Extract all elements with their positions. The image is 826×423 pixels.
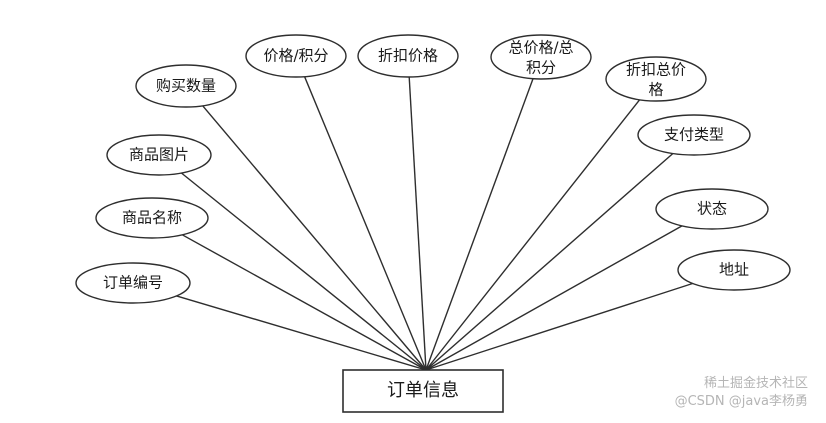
attribute-ellipse — [655, 188, 769, 230]
connector-line — [425, 152, 674, 371]
attribute-label: 状态 — [697, 200, 727, 218]
connector-line — [303, 76, 427, 371]
attribute-label: 支付类型 — [664, 126, 724, 144]
attribute-label: 价格/积分 — [263, 47, 328, 65]
attribute-label: 地址 — [719, 261, 749, 279]
attribute-ellipse — [605, 56, 707, 102]
attribute-ellipse — [106, 134, 212, 176]
connector-line — [425, 225, 683, 371]
connector-line — [202, 105, 427, 371]
watermark-line-1: 稀土掘金技术社区 — [703, 376, 808, 391]
connector-line — [425, 99, 641, 371]
entity-group: 订单信息 — [342, 369, 504, 413]
attribute-group: 订单编号 商品名称 商品图片 购买数量 价格/积分 折扣价格 总价格/总积分 折扣总价格支付类… — [75, 34, 791, 304]
connector-line — [180, 172, 427, 371]
watermark-line-2: @CSDN @java李杨勇 — [674, 394, 808, 409]
attribute-ellipse — [95, 197, 209, 239]
attribute-ellipse — [677, 249, 791, 291]
attribute-ellipse — [637, 114, 751, 156]
attribute-label-line-2: 积分 — [526, 59, 556, 77]
entity-box — [342, 369, 504, 413]
connector-line — [425, 78, 534, 371]
connector-line — [425, 282, 693, 371]
connector-line — [176, 295, 427, 371]
attribute-label-line-2: 格 — [648, 81, 663, 99]
attribute-label: 商品图片 — [129, 146, 189, 164]
connector-line — [408, 76, 427, 371]
attribute-label: 商品名称 — [122, 209, 182, 227]
attribute-label: 折扣价格 — [378, 47, 438, 65]
connector-line — [181, 234, 427, 371]
attribute-ellipse — [75, 262, 191, 304]
attribute-label: 折扣总价 — [626, 61, 686, 79]
attribute-label: 购买数量 — [156, 77, 216, 95]
entity-label: 订单信息 — [387, 380, 459, 401]
attribute-label: 总价格/总 — [508, 39, 573, 57]
connectors — [176, 76, 693, 371]
attribute-ellipse — [135, 64, 237, 108]
attribute-ellipse — [357, 34, 459, 78]
attribute-ellipse — [245, 34, 347, 78]
watermark: 稀土掘金技术社区 @CSDN @java李杨勇 — [675, 375, 808, 411]
attribute-ellipse — [490, 34, 592, 80]
attribute-label: 订单编号 — [103, 274, 163, 292]
